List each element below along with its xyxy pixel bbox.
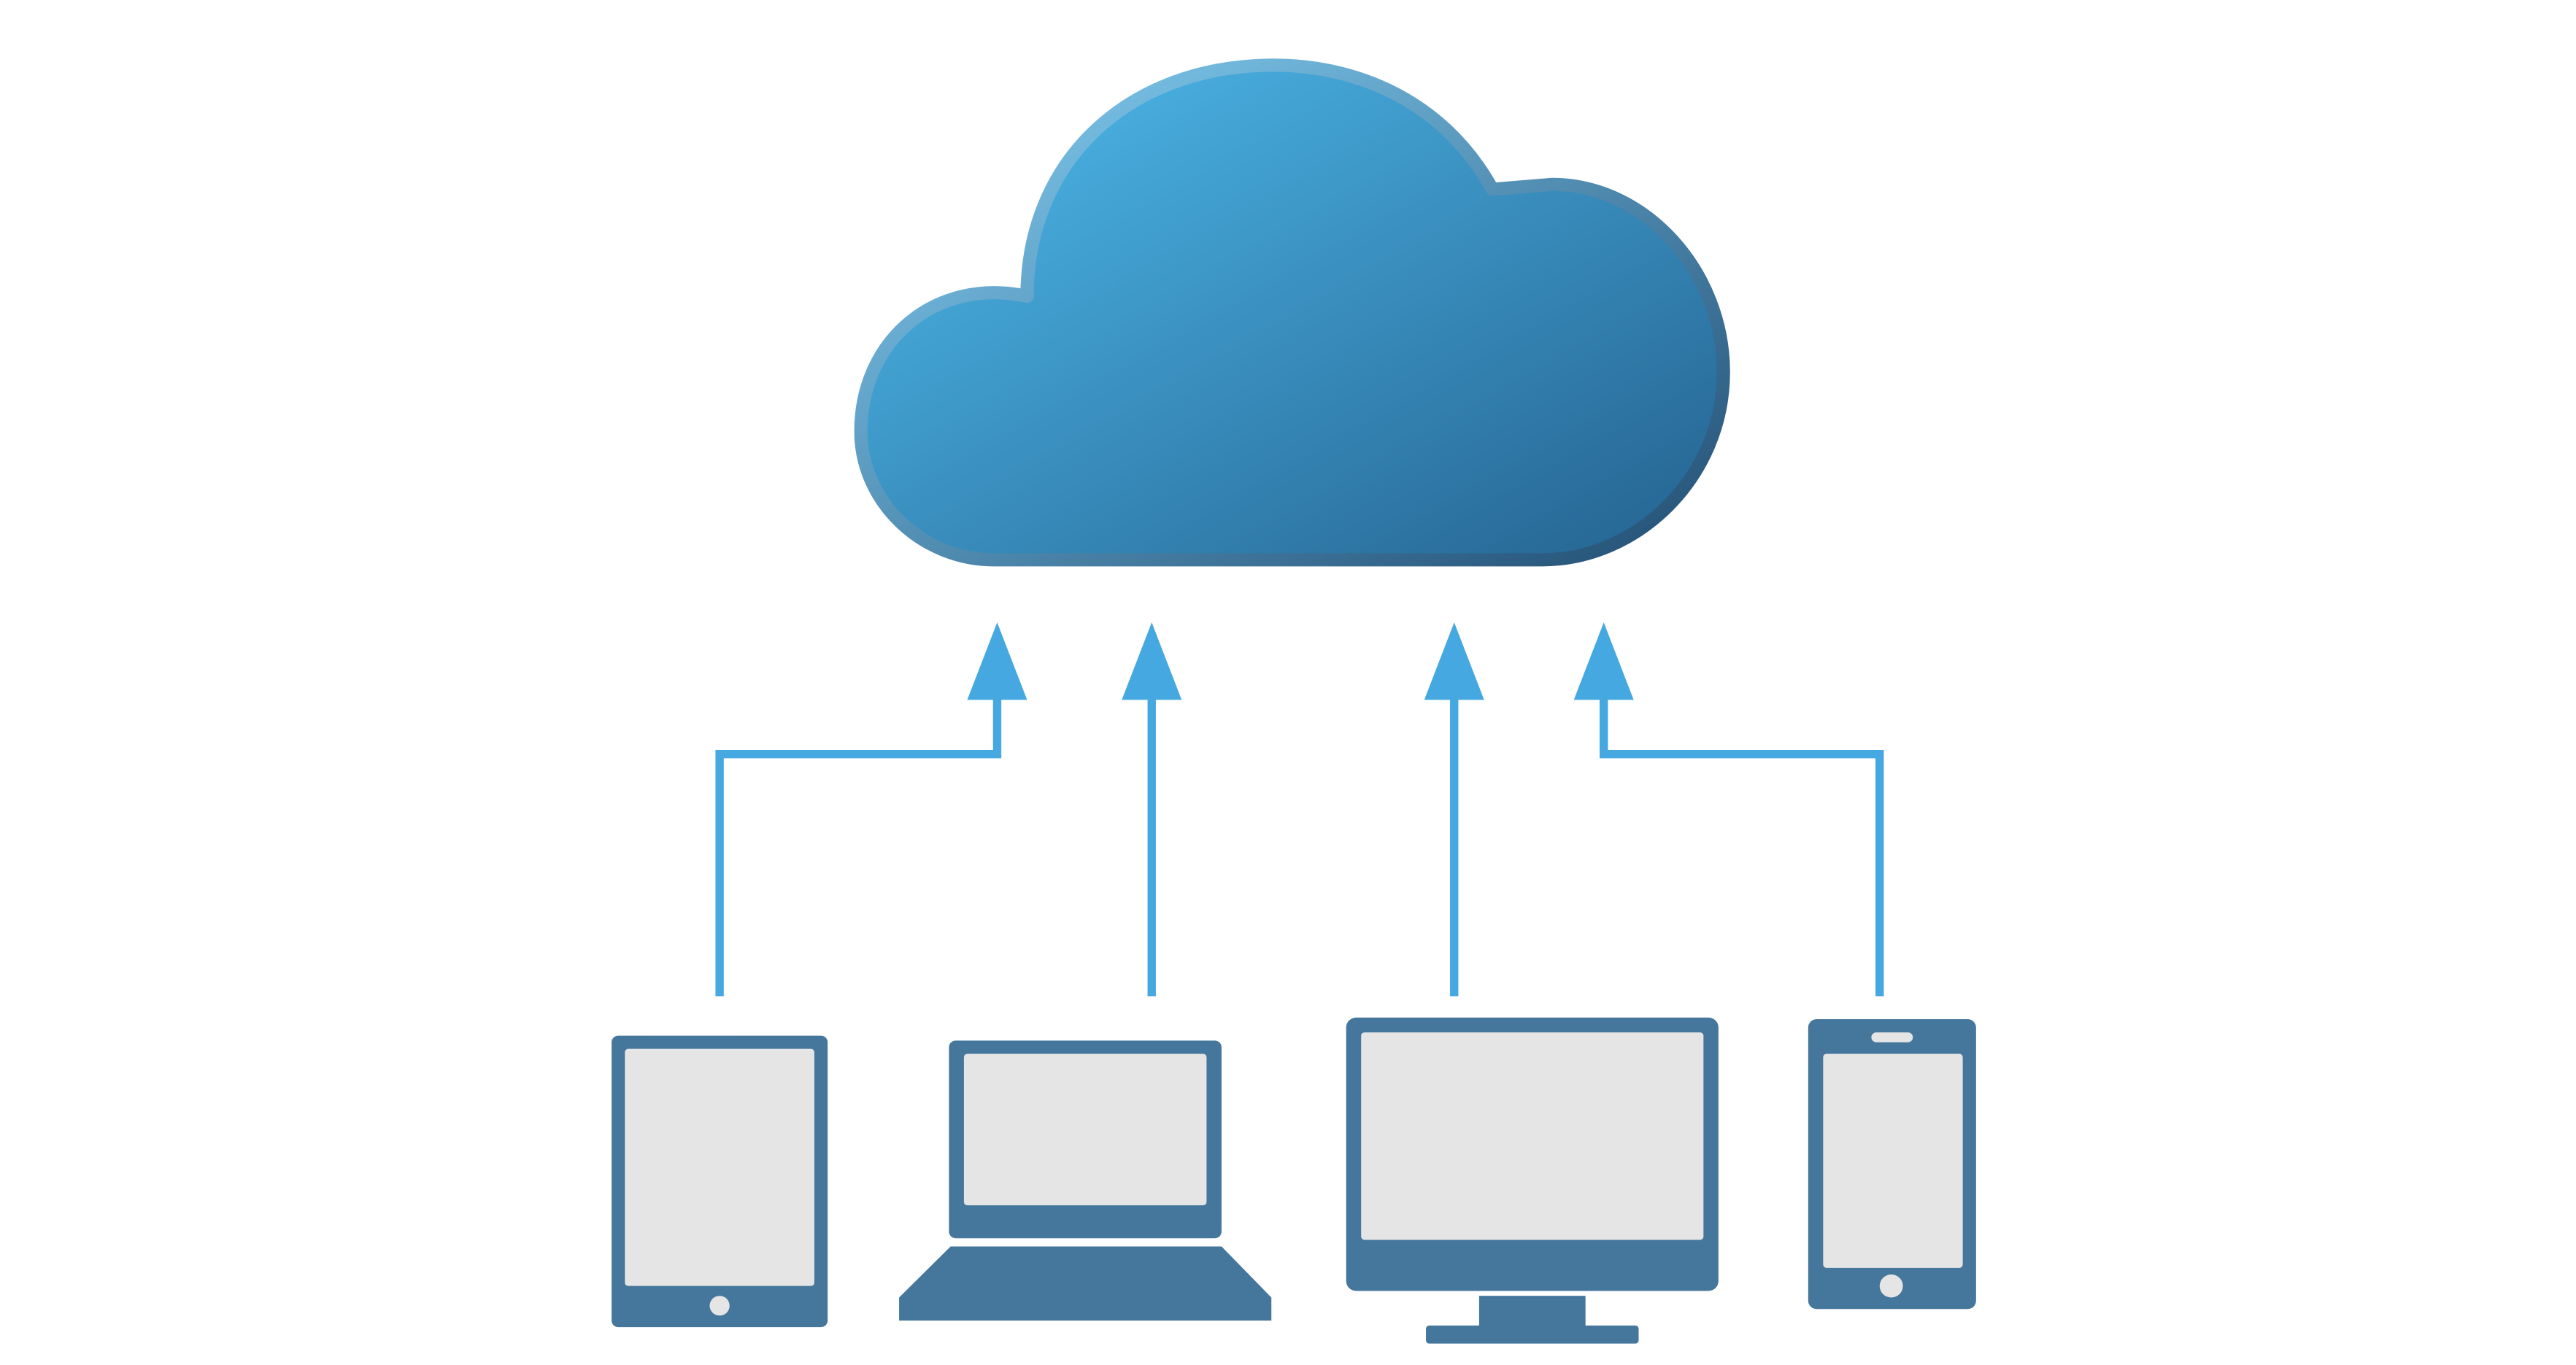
desktop-stand-base bbox=[1426, 1325, 1639, 1344]
phone-screen bbox=[1823, 1053, 1963, 1268]
laptop-keyboard-base bbox=[899, 1246, 1272, 1321]
cloud-shape bbox=[854, 58, 1730, 567]
tablet-icon bbox=[612, 1035, 828, 1328]
arrow-laptop-to-cloud bbox=[1122, 622, 1182, 997]
phone-home-button bbox=[1879, 1274, 1903, 1298]
arrow-phone-to-cloud bbox=[1573, 622, 1884, 997]
arrow-desktop-to-cloud bbox=[1424, 622, 1484, 997]
laptop-icon bbox=[899, 1040, 1272, 1321]
laptop-screen bbox=[963, 1053, 1207, 1206]
arrow-tablet-to-cloud bbox=[715, 622, 1027, 997]
tablet-home-button bbox=[709, 1296, 730, 1316]
arrows bbox=[715, 622, 1884, 997]
tablet-screen bbox=[625, 1048, 814, 1286]
desktop-stand-neck bbox=[1478, 1296, 1586, 1328]
desktop-screen bbox=[1361, 1032, 1704, 1240]
phone-speaker bbox=[1871, 1032, 1913, 1043]
cloud-icon bbox=[854, 58, 1730, 567]
smartphone-icon bbox=[1808, 1019, 1976, 1310]
desktop-monitor-icon bbox=[1346, 1017, 1719, 1344]
